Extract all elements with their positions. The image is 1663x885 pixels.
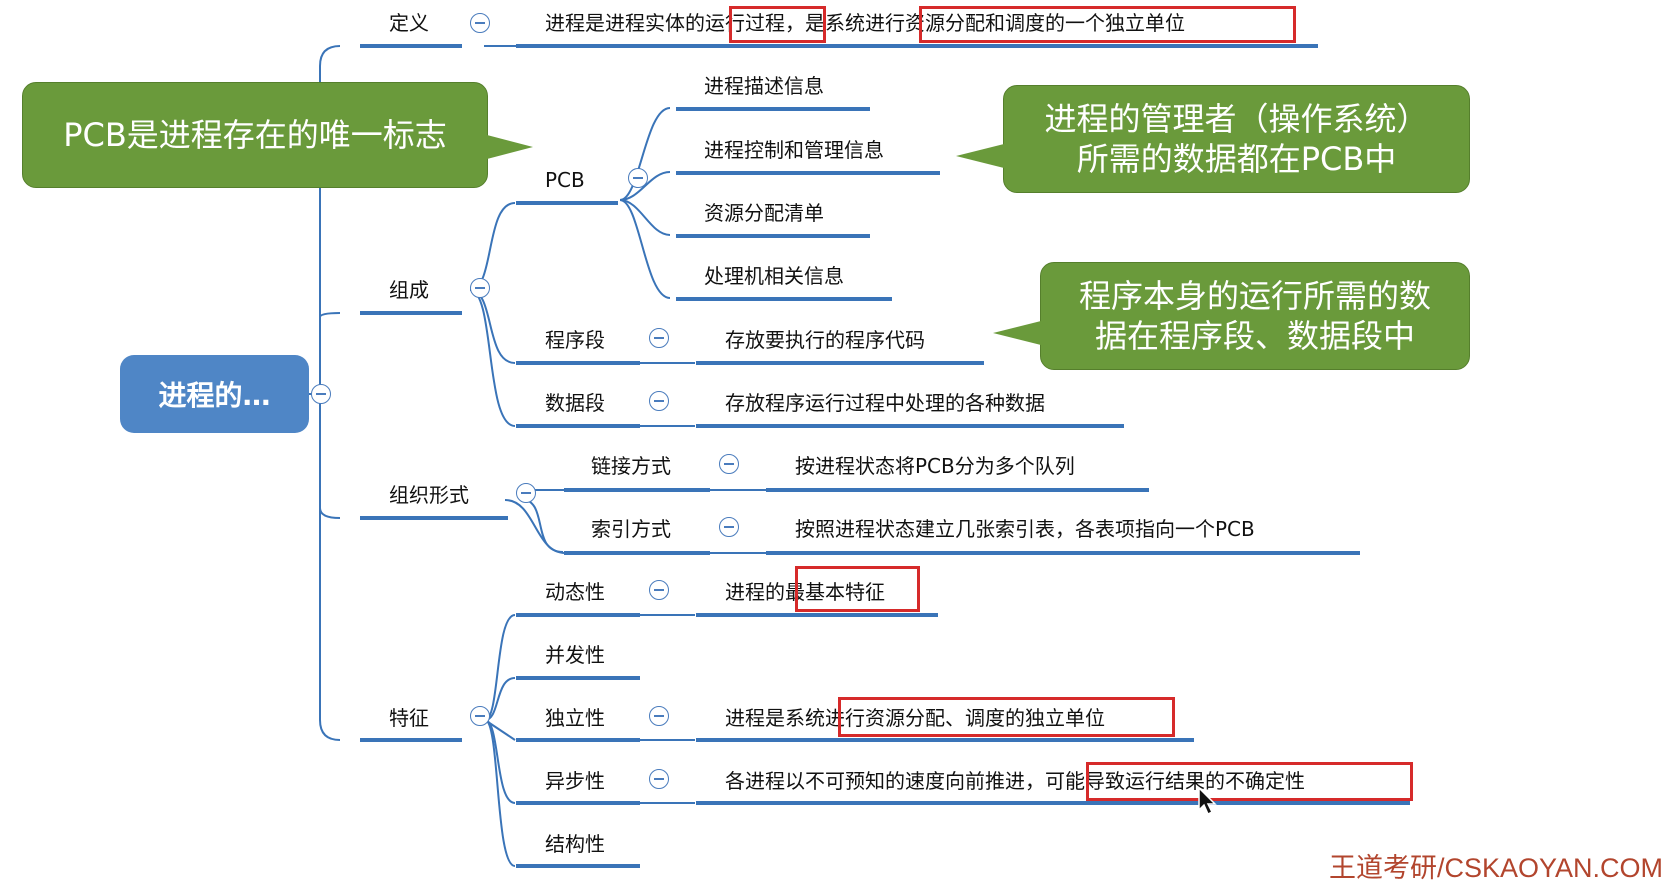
highlight-box [729, 6, 826, 43]
node-structural-underline [516, 864, 640, 868]
node-pcb[interactable]: PCB [545, 168, 585, 192]
dynamic-text-underline [696, 613, 938, 617]
node-data-segment-underline [516, 424, 640, 428]
linked-text-underline [766, 488, 1149, 492]
program-segment-collapse-icon[interactable] [649, 328, 669, 348]
node-program-segment[interactable]: 程序段 [545, 328, 605, 352]
indexed-text-underline [766, 551, 1360, 555]
node-linked[interactable]: 链接方式 [591, 454, 671, 478]
pcb-item[interactable]: 进程控制和管理信息 [704, 138, 884, 162]
features-collapse-icon[interactable] [470, 706, 490, 726]
program-segment-text-underline [696, 361, 984, 365]
independent-collapse-icon[interactable] [649, 706, 669, 726]
pcb-item[interactable]: 处理机相关信息 [704, 264, 844, 288]
callout-pcb-unique: PCB是进程存在的唯一标志 [22, 82, 533, 188]
node-features[interactable]: 特征 [389, 706, 429, 730]
pcb-item-underline [676, 171, 940, 175]
root-collapse-icon[interactable] [311, 384, 331, 404]
data-segment-text: 存放程序运行过程中处理的各种数据 [725, 391, 1045, 415]
data-segment-collapse-icon[interactable] [649, 391, 669, 411]
node-concurrent[interactable]: 并发性 [545, 643, 605, 667]
node-asynchronous-underline [516, 801, 640, 805]
indexed-text: 按照进程状态建立几张索引表，各表项指向一个PCB [795, 517, 1255, 541]
node-program-segment-underline [516, 361, 640, 365]
indexed-collapse-icon[interactable] [719, 517, 739, 537]
callout-program: 程序本身的运行所需的数 据在程序段、数据段中 [993, 262, 1470, 370]
pcb-item[interactable]: 进程描述信息 [704, 74, 824, 98]
mouse-cursor-icon [1198, 786, 1217, 816]
definition-text-part1: 进程是进程实体的 [545, 11, 705, 35]
node-definition-underline [360, 44, 462, 48]
dynamic-text: 进程的最基本特征 [725, 579, 885, 605]
node-composition[interactable]: 组成 [389, 278, 429, 302]
independent-text-underline [696, 738, 1194, 742]
pcb-item-underline [676, 107, 870, 111]
node-asynchronous[interactable]: 异步性 [545, 769, 605, 793]
node-indexed-underline [564, 551, 710, 555]
node-indexed[interactable]: 索引方式 [591, 517, 671, 541]
callout-manager: 进程的管理者（操作系统） 所需的数据都在PCB中 [956, 85, 1470, 193]
organization-collapse-icon[interactable] [516, 483, 536, 503]
asynchronous-text-part1: 各进程以不可预知的速度向前推进， [725, 769, 1045, 793]
pcb-item-underline [676, 297, 892, 301]
node-structural[interactable]: 结构性 [545, 832, 605, 856]
node-organization-underline [360, 516, 508, 520]
definition-text-underline [516, 44, 1318, 48]
data-segment-text-underline [696, 424, 1124, 428]
node-data-segment[interactable]: 数据段 [545, 391, 605, 415]
node-concurrent-underline [516, 676, 640, 680]
node-independent-underline [516, 738, 640, 742]
independent-text-part1: 进程是系统 [725, 706, 825, 730]
highlight-box [919, 6, 1296, 43]
node-linked-underline [564, 488, 710, 492]
node-dynamic-underline [516, 613, 640, 617]
independent-text-highlight: 进行资源分配、调度的独立单位 [825, 706, 1105, 730]
definition-collapse-icon[interactable] [470, 13, 490, 33]
dynamic-text-highlight: 最基本特征 [785, 580, 885, 604]
dynamic-collapse-icon[interactable] [649, 580, 669, 600]
independent-text: 进程是系统进行资源分配、调度的独立单位 [725, 705, 1105, 731]
highlight-box [795, 566, 920, 612]
composition-collapse-icon[interactable] [470, 278, 490, 298]
node-pcb-underline [516, 201, 618, 205]
node-definition[interactable]: 定义 [389, 11, 429, 35]
highlight-box [1086, 762, 1413, 801]
pcb-item[interactable]: 资源分配清单 [704, 201, 824, 225]
asynchronous-text-underline [696, 801, 1410, 805]
callout-manager-line2: 所需的数据都在PCB中 [1076, 140, 1397, 178]
definition-text: 进程是进程实体的运行过程，是系统进行资源分配和调度的一个独立单位 [545, 10, 1185, 36]
highlight-box [838, 697, 1175, 737]
pcb-item-underline [676, 234, 870, 238]
callout-program-line1: 程序本身的运行所需的数 [1078, 277, 1431, 315]
definition-text-highlight2: 进行资源分配和调度的一个独立单位 [865, 11, 1185, 35]
node-features-underline [360, 738, 462, 742]
program-segment-text: 存放要执行的程序代码 [725, 328, 925, 352]
dynamic-text-part1: 进程的 [725, 580, 785, 604]
node-organization[interactable]: 组织形式 [389, 483, 469, 507]
linked-text: 按进程状态将PCB分为多个队列 [795, 454, 1075, 478]
node-composition-underline [360, 311, 462, 315]
watermark: 王道考研/CSKAOYAN.COM [1328, 853, 1663, 883]
callout-manager-line1: 进程的管理者（操作系统） [1044, 100, 1429, 138]
callout-program-line2: 据在程序段、数据段中 [1094, 317, 1415, 355]
definition-text-highlight1: 运行过程 [705, 11, 785, 35]
root-node[interactable]: 进程的… [120, 355, 309, 433]
asynchronous-collapse-icon[interactable] [649, 769, 669, 789]
callout-pcb-unique-text: PCB是进程存在的唯一标志 [63, 116, 447, 154]
linked-collapse-icon[interactable] [719, 454, 739, 474]
node-independent[interactable]: 独立性 [545, 706, 605, 730]
node-dynamic[interactable]: 动态性 [545, 580, 605, 604]
pcb-collapse-icon[interactable] [628, 168, 648, 188]
